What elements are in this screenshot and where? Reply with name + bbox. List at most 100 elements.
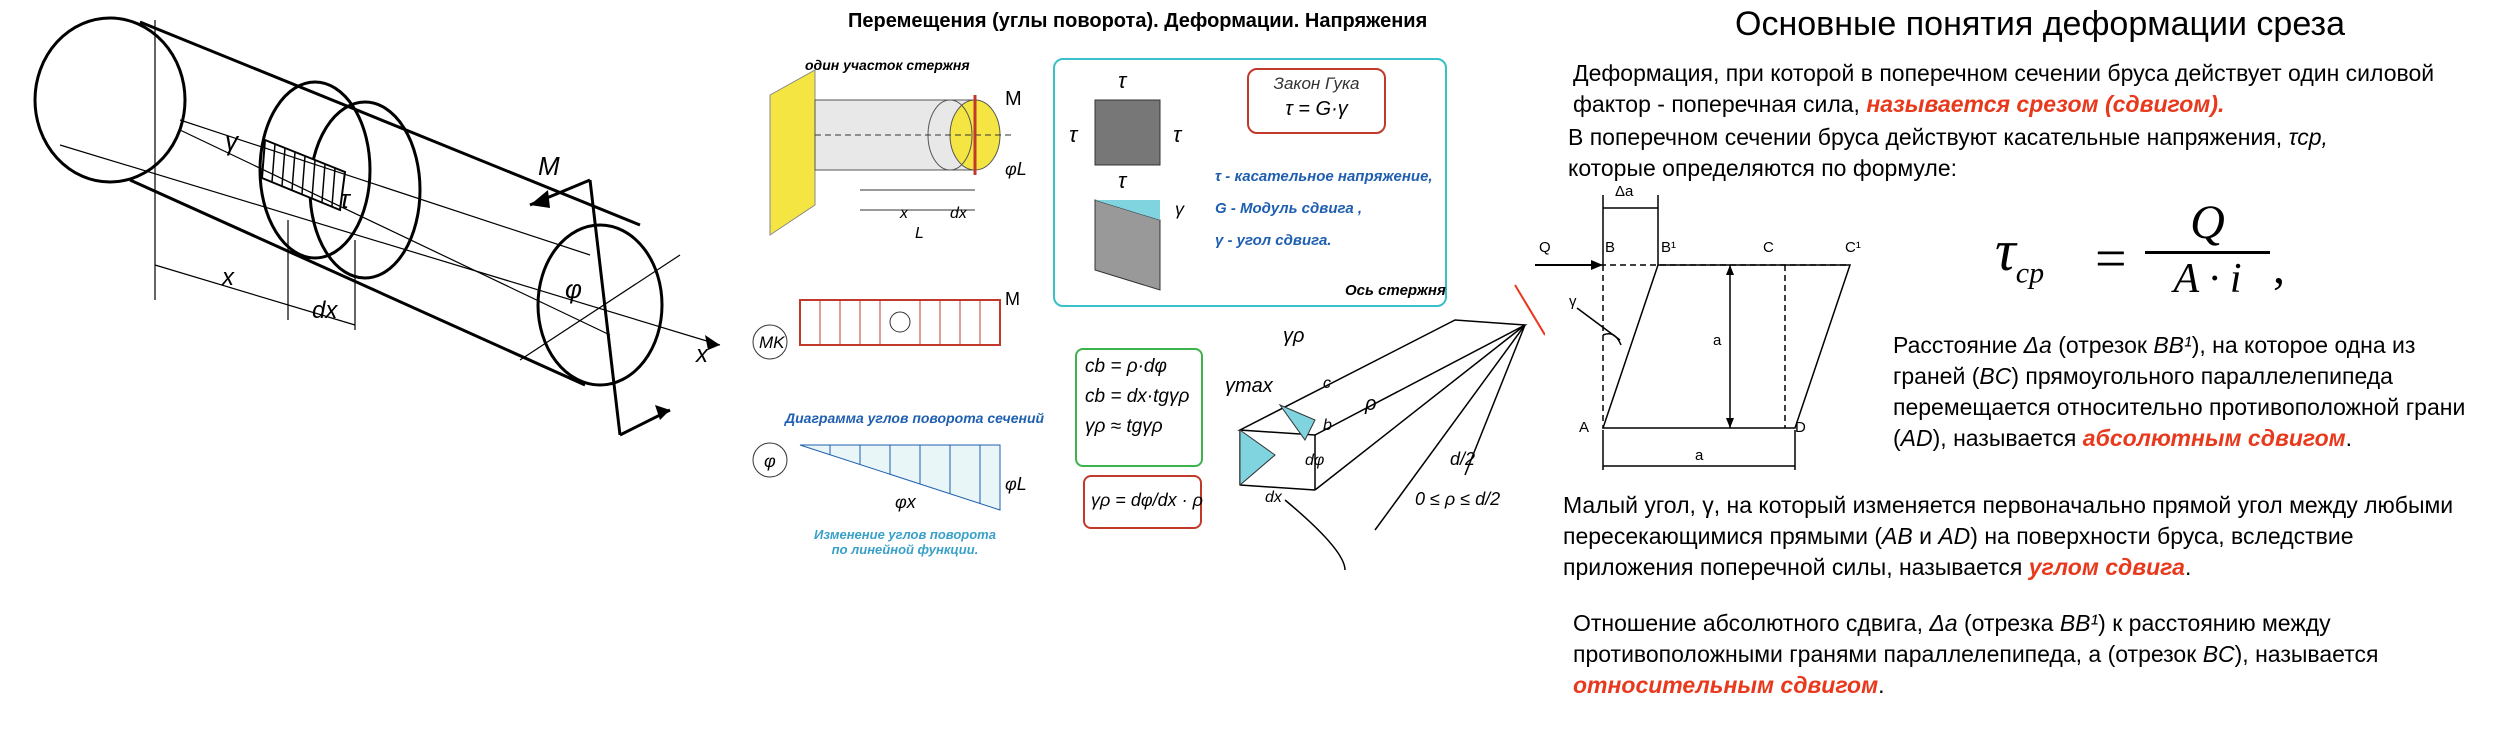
label-A: A [1579,419,1589,436]
x-axis-label: x [695,341,709,368]
x-dimension-label: x [221,264,235,291]
shaft-bottom-edge [129,178,586,387]
prism-gamma-rho: γρ [1283,325,1304,347]
p4-end: . [2184,554,2192,580]
p3-ad: AD [1900,425,1933,451]
rod-moment-label: M [1005,88,1022,110]
p5-term: относительным сдвигом [1573,672,1879,698]
rod-dx-label: dx [950,205,968,222]
shaft-top-edge [139,20,641,227]
prism-d2: d/2 [1450,449,1475,469]
torque-diagram-body [799,299,1001,346]
shear-square [1094,99,1161,166]
prism-c: c [1323,375,1331,392]
torque-arrow-head-2 [655,405,670,420]
gamma-max-wedge [1239,429,1276,487]
diagram-node [889,311,911,333]
label-a-horizontal: a [1695,447,1704,464]
radius-line-2 [1464,324,1526,476]
p5-da: Δa [1929,610,1958,636]
tau-label: τ [340,184,352,214]
formula-lhs-sub: ср [2015,256,2045,290]
shear-element-hatch [260,138,347,212]
dx-dimension-label: dx [312,297,338,324]
gamma-rho-wedge [1278,403,1316,441]
p1-text: Деформация, при которой в поперечном сеч… [1573,60,2435,117]
p3-term: абсолютным сдвигом [2082,425,2346,451]
p5-b: (отрезка [1957,610,2060,636]
prism-diag [1314,324,1526,491]
height-arrow-top [1726,265,1734,275]
shaft-axis-line [59,144,721,346]
p2-symbol: τср, [2288,124,2328,150]
formula-denominator: A · i [2173,256,2242,302]
p2-line2: которые определяются по формуле: [1568,155,1958,181]
p2-text: В поперечном сечении бруса действуют кас… [1568,124,2289,150]
p3-d: ) прямоугольного параллелепипеда перемещ… [1893,363,2466,451]
generator-line-2 [179,129,611,336]
mk-circle [752,324,788,360]
middle-panel-title: Перемещения (углы поворота). Деформации.… [848,10,1428,32]
p3-end: . [2345,425,2353,451]
shear-stress-formula: τср = Q A · i , [1985,195,2295,305]
hooke-diagram: τ τ τ τ γ [1069,68,1185,291]
p4-c: ) на поверхности бруса, вследствие прило… [1563,523,2354,580]
phi-circle [752,442,788,478]
rod-drawing: один участок стержня M φL x dx L [769,57,1027,242]
phiL-label: φL [1005,474,1027,494]
p5-c: ) к расстоянию между противоположными гр… [1573,610,2331,667]
formula-numerator: Q [2190,196,2225,249]
formula-2: cb = dx·tgγρ [1085,386,1190,407]
phix-label: φx [895,492,917,512]
prism-gamma-max: γmax [1225,375,1274,397]
p4-term: углом сдвига [2028,554,2185,580]
rod-x-label: x [899,205,909,222]
p4-a: Малый угол, γ, на который изменяется пер… [1563,492,2454,549]
torque-arrow-head [530,190,550,208]
p3-da: Δa [2023,332,2052,358]
shaft-left-end [33,16,187,184]
gamma-label: γ [225,126,240,156]
dim-line-horizontal [154,264,356,326]
tau-description: τ - касательное напряжение, [1215,168,1433,185]
tau-right: τ [1173,122,1183,147]
p3-e: ), называется [1932,425,2083,451]
page-title: Основные понятия деформации среза [1735,5,2345,43]
rod-L-label: L [915,225,924,242]
prism-drawing: γρ γmax c b ρ dφ dx d/2 0 ≤ ρ ≤ d/2 [1225,284,1545,570]
prism-b: b [1323,417,1332,434]
prism-dphi: dφ [1305,452,1324,469]
formula-tau: τср [1995,217,2044,291]
section-ring-1 [258,80,372,260]
height-arrow-bottom [1726,418,1734,428]
formula-3: γρ ≈ tgγρ [1085,416,1163,437]
p5-end: . [1878,672,1885,698]
label-C: C [1763,239,1774,256]
phi-caption-line2: по линейной функции. [831,542,979,557]
p5-bb: BB¹ [2059,610,2099,636]
formula-4: γρ = dφ/dx · ρ [1091,490,1203,510]
label-D: D [1795,419,1806,436]
paragraph-2: В поперечном сечении бруса действуют кас… [1568,122,2478,184]
p4-ab: AB [1882,523,1913,549]
formula-lhs: τ [1995,218,2016,283]
kinematic-formula-box: cb = ρ·dφ cb = dx·tgγρ γρ ≈ tgγρ [1075,348,1203,467]
sheared-face [1601,264,1852,429]
prism-bottom-edge [1239,484,1316,491]
rod-phiL-label: φL [1005,159,1027,179]
p3-bc: BC [1979,363,2012,389]
tau-top: τ [1118,68,1128,93]
torque-diagram: MK M [752,289,1020,360]
moment-label: M [538,151,560,181]
p4-b: и [1912,523,1939,549]
wall-support [769,69,816,236]
p3-a: Расстояние [1893,332,2024,358]
p5-d: ), называется [2234,641,2379,667]
phi-circle-label: φ [764,451,776,471]
p5-a: Отношение абсолютного сдвига, [1573,610,1930,636]
shear-angle-fill [1095,200,1160,220]
rod-caption: один участок стержня [805,57,970,73]
p3-c: ), на которое одна из граней ( [1893,332,2416,389]
p3-bb: BB¹ [2153,332,2192,358]
phi-diagram-title: Диаграмма углов поворота сечений [785,410,1045,426]
